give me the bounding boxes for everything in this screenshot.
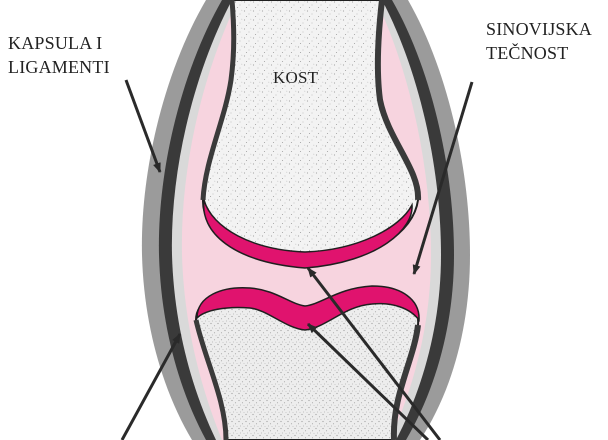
capsule-label-line-2: LIGAMENTI [8, 55, 110, 79]
synovial-fluid-label-line-2: TEČNOST [486, 41, 592, 65]
capsule-label-line-1: KAPSULA I [8, 31, 110, 55]
synovial-fluid-label: SINOVIJSKA TEČNOST [486, 17, 592, 65]
capsule-label: KAPSULA I LIGAMENTI [8, 31, 110, 79]
arrow-capsule-top [126, 80, 160, 172]
bone-label: KOST [273, 66, 318, 90]
synovial-fluid-label-line-1: SINOVIJSKA [486, 17, 592, 41]
